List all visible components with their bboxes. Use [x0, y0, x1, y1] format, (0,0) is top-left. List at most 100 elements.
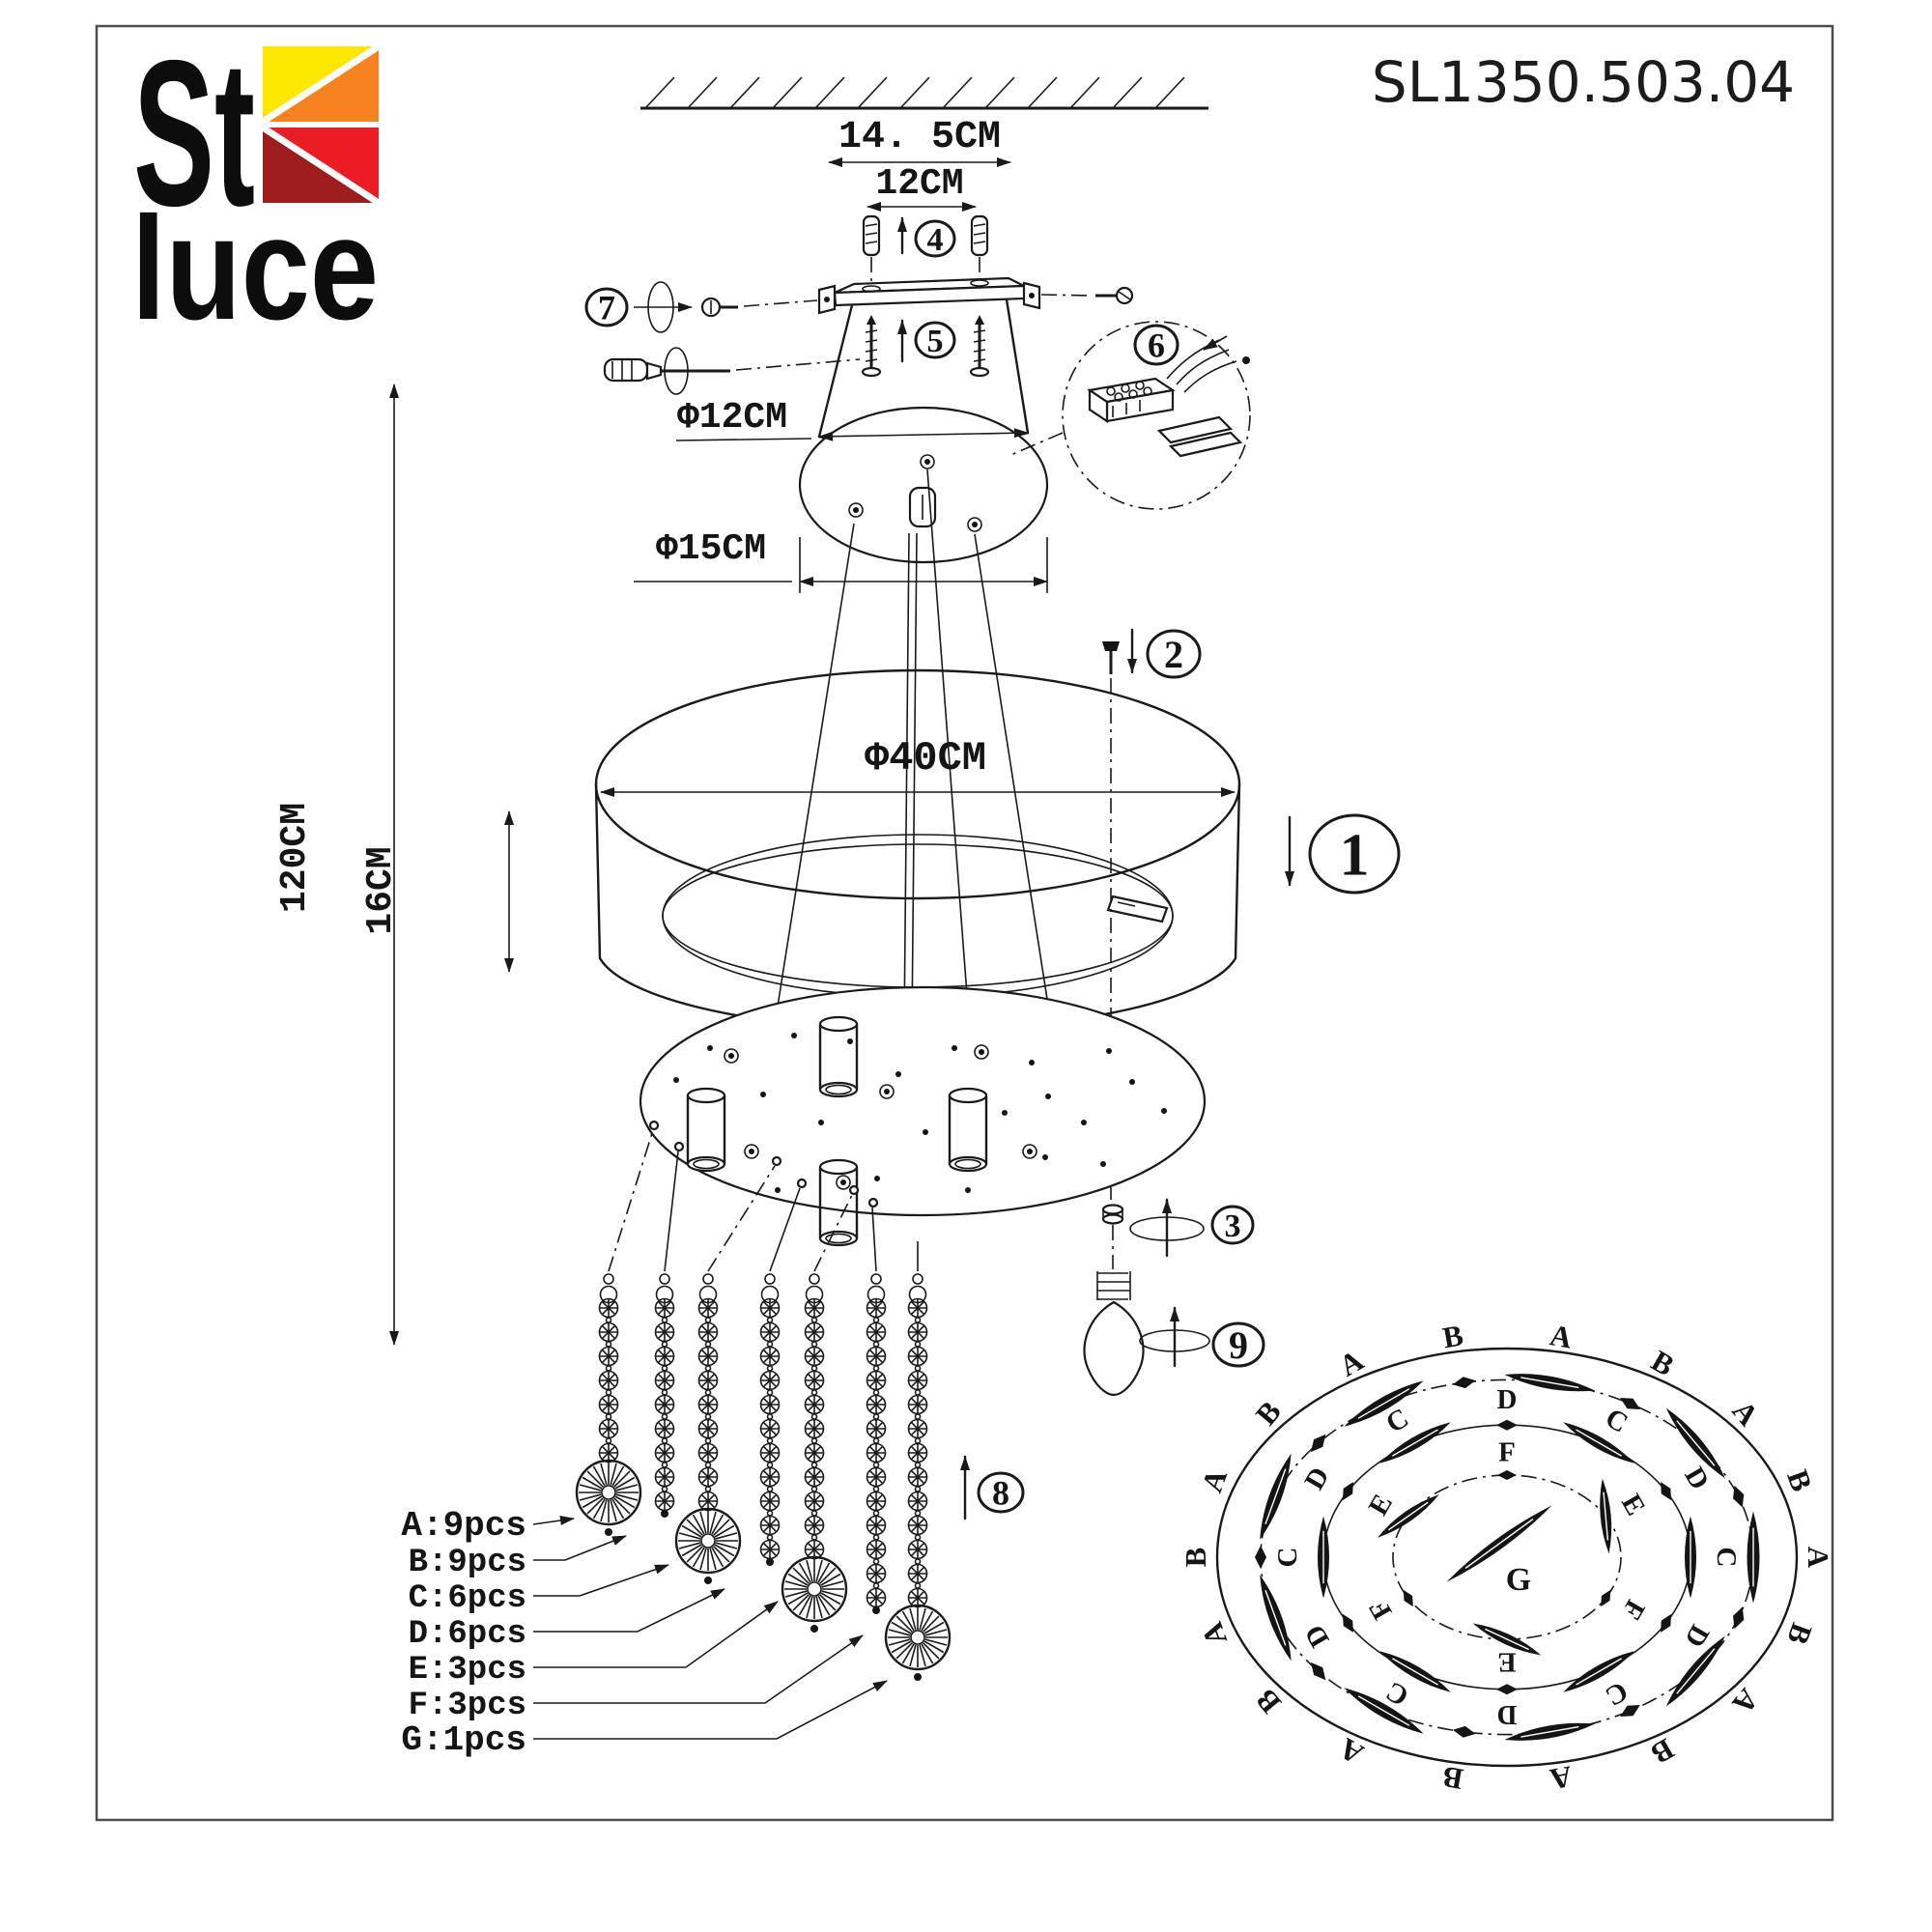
crystal-facet	[1392, 1658, 1438, 1686]
plate-grommet	[724, 1048, 739, 1064]
crystal-facet	[1264, 1468, 1287, 1525]
small-crystal-icon	[1601, 1589, 1611, 1607]
lamp-socket-icon	[818, 1015, 859, 1098]
step6-wiring-detail: 6	[1008, 321, 1251, 510]
step3-lock-nut: 3	[1101, 1198, 1255, 1258]
rosette-spoke	[709, 1548, 717, 1571]
small-crystal-icon	[1342, 1613, 1353, 1633]
small-crystal-icon	[1661, 1613, 1672, 1633]
bead-facet	[868, 1493, 884, 1509]
rosette-spoke	[681, 1524, 702, 1538]
screw-right-icon	[969, 315, 990, 378]
rosette-spoke	[924, 1638, 948, 1646]
part-label-e: E:3pcs	[409, 1652, 526, 1689]
rosette-spoke	[819, 1594, 837, 1611]
step9-bulb: 9	[1083, 1225, 1265, 1397]
wire-insert-arrow	[1203, 335, 1228, 351]
hatch-tick	[1154, 76, 1185, 109]
bead-facet	[868, 1445, 884, 1461]
rosette-spoke	[919, 1607, 926, 1631]
plate-hole	[1106, 1048, 1112, 1054]
bead-facet	[601, 1349, 616, 1364]
bead-facet	[910, 1397, 925, 1412]
logo-text-luce: luce	[131, 186, 379, 351]
rosette-spoke	[613, 1470, 631, 1488]
bead-facet	[657, 1373, 672, 1388]
rosette-spoke	[815, 1596, 823, 1619]
crystal-facet	[1520, 1377, 1579, 1389]
cable-clamp-icon	[1156, 415, 1243, 458]
plate-hole	[707, 1045, 713, 1051]
step4-number: 4	[927, 222, 944, 258]
crystal-strands	[575, 1273, 952, 1681]
bead-facet	[700, 1324, 716, 1340]
ring-letter: C	[1711, 1548, 1742, 1568]
rotate-gesture-icon	[664, 347, 689, 395]
st-luce-logo: St luce	[131, 16, 381, 351]
screw-head-icon	[1102, 641, 1120, 651]
step6-circle	[1133, 324, 1179, 366]
bead-facet	[657, 1421, 672, 1436]
plate-grommet	[1027, 1149, 1033, 1154]
rosette-spoke	[586, 1497, 604, 1515]
step1-circle	[1308, 813, 1401, 895]
dim-label-14-5cm: 14. 5CM	[838, 116, 1001, 159]
step2-number: 2	[1164, 633, 1183, 676]
hatch-tick	[1112, 76, 1143, 109]
rosette-spoke	[714, 1544, 735, 1557]
bracket-side-screw-right	[1040, 286, 1134, 305]
bead-facet	[657, 1445, 672, 1461]
ring-letter: E	[1497, 1646, 1516, 1677]
crystal-facet	[1464, 1519, 1534, 1569]
crystal-strand	[759, 1273, 781, 1566]
step9-circle	[1211, 1321, 1265, 1368]
plate-hole	[1042, 1154, 1048, 1160]
ring-letter: F	[1498, 1437, 1516, 1468]
bottom-plate	[639, 985, 1207, 1247]
bead-facet	[807, 1421, 822, 1436]
rosette-spoke	[923, 1615, 940, 1633]
crystal-strand	[884, 1273, 952, 1681]
hook-icon	[764, 1273, 776, 1285]
crystal-facet	[1387, 1501, 1429, 1531]
bead-facet	[601, 1324, 616, 1340]
hatch-tick	[1027, 76, 1058, 109]
small-crystal-icon	[1310, 1662, 1326, 1681]
plate-hole	[760, 1092, 766, 1097]
rosette-spoke	[806, 1559, 813, 1582]
rosette	[575, 1459, 642, 1526]
crystal-strand	[781, 1273, 848, 1633]
bead-facet	[910, 1349, 925, 1364]
bead-facet	[868, 1349, 884, 1364]
small-crystal-icon	[1732, 1606, 1745, 1630]
crystal-facet	[1264, 1589, 1287, 1646]
plate-hole	[1129, 1079, 1135, 1085]
rosette-drop	[914, 1673, 922, 1681]
rosette-spoke	[820, 1592, 841, 1605]
diagram-shape	[818, 1158, 859, 1176]
leader-d	[533, 1588, 725, 1633]
rosette-center	[700, 1533, 716, 1548]
bead-facet	[601, 1421, 616, 1436]
lamp-socket-icon	[686, 1087, 726, 1173]
dim-label-40cm-dia: Φ40CM	[865, 735, 986, 781]
detail-balloon	[1062, 321, 1251, 510]
rosette-spoke	[615, 1484, 639, 1492]
bead-facet	[601, 1445, 616, 1461]
step5-number: 5	[927, 324, 944, 359]
leader-b	[533, 1535, 627, 1561]
rosette-center	[910, 1630, 925, 1645]
part-label-d: D:6pcs	[409, 1616, 526, 1653]
rosette-spoke	[792, 1594, 810, 1611]
crystal-facet	[1576, 1429, 1622, 1457]
rosette-spoke	[817, 1595, 831, 1616]
small-crystal-icon	[1732, 1485, 1745, 1508]
bead-facet	[700, 1373, 716, 1388]
bead-facet	[868, 1300, 884, 1316]
dim-label-120cm: 120CM	[274, 803, 316, 913]
diagram-shape	[693, 1158, 720, 1170]
step7-side-screw: 7	[584, 281, 818, 333]
rosette-drop	[810, 1625, 818, 1633]
plate-hole	[1029, 1060, 1035, 1065]
